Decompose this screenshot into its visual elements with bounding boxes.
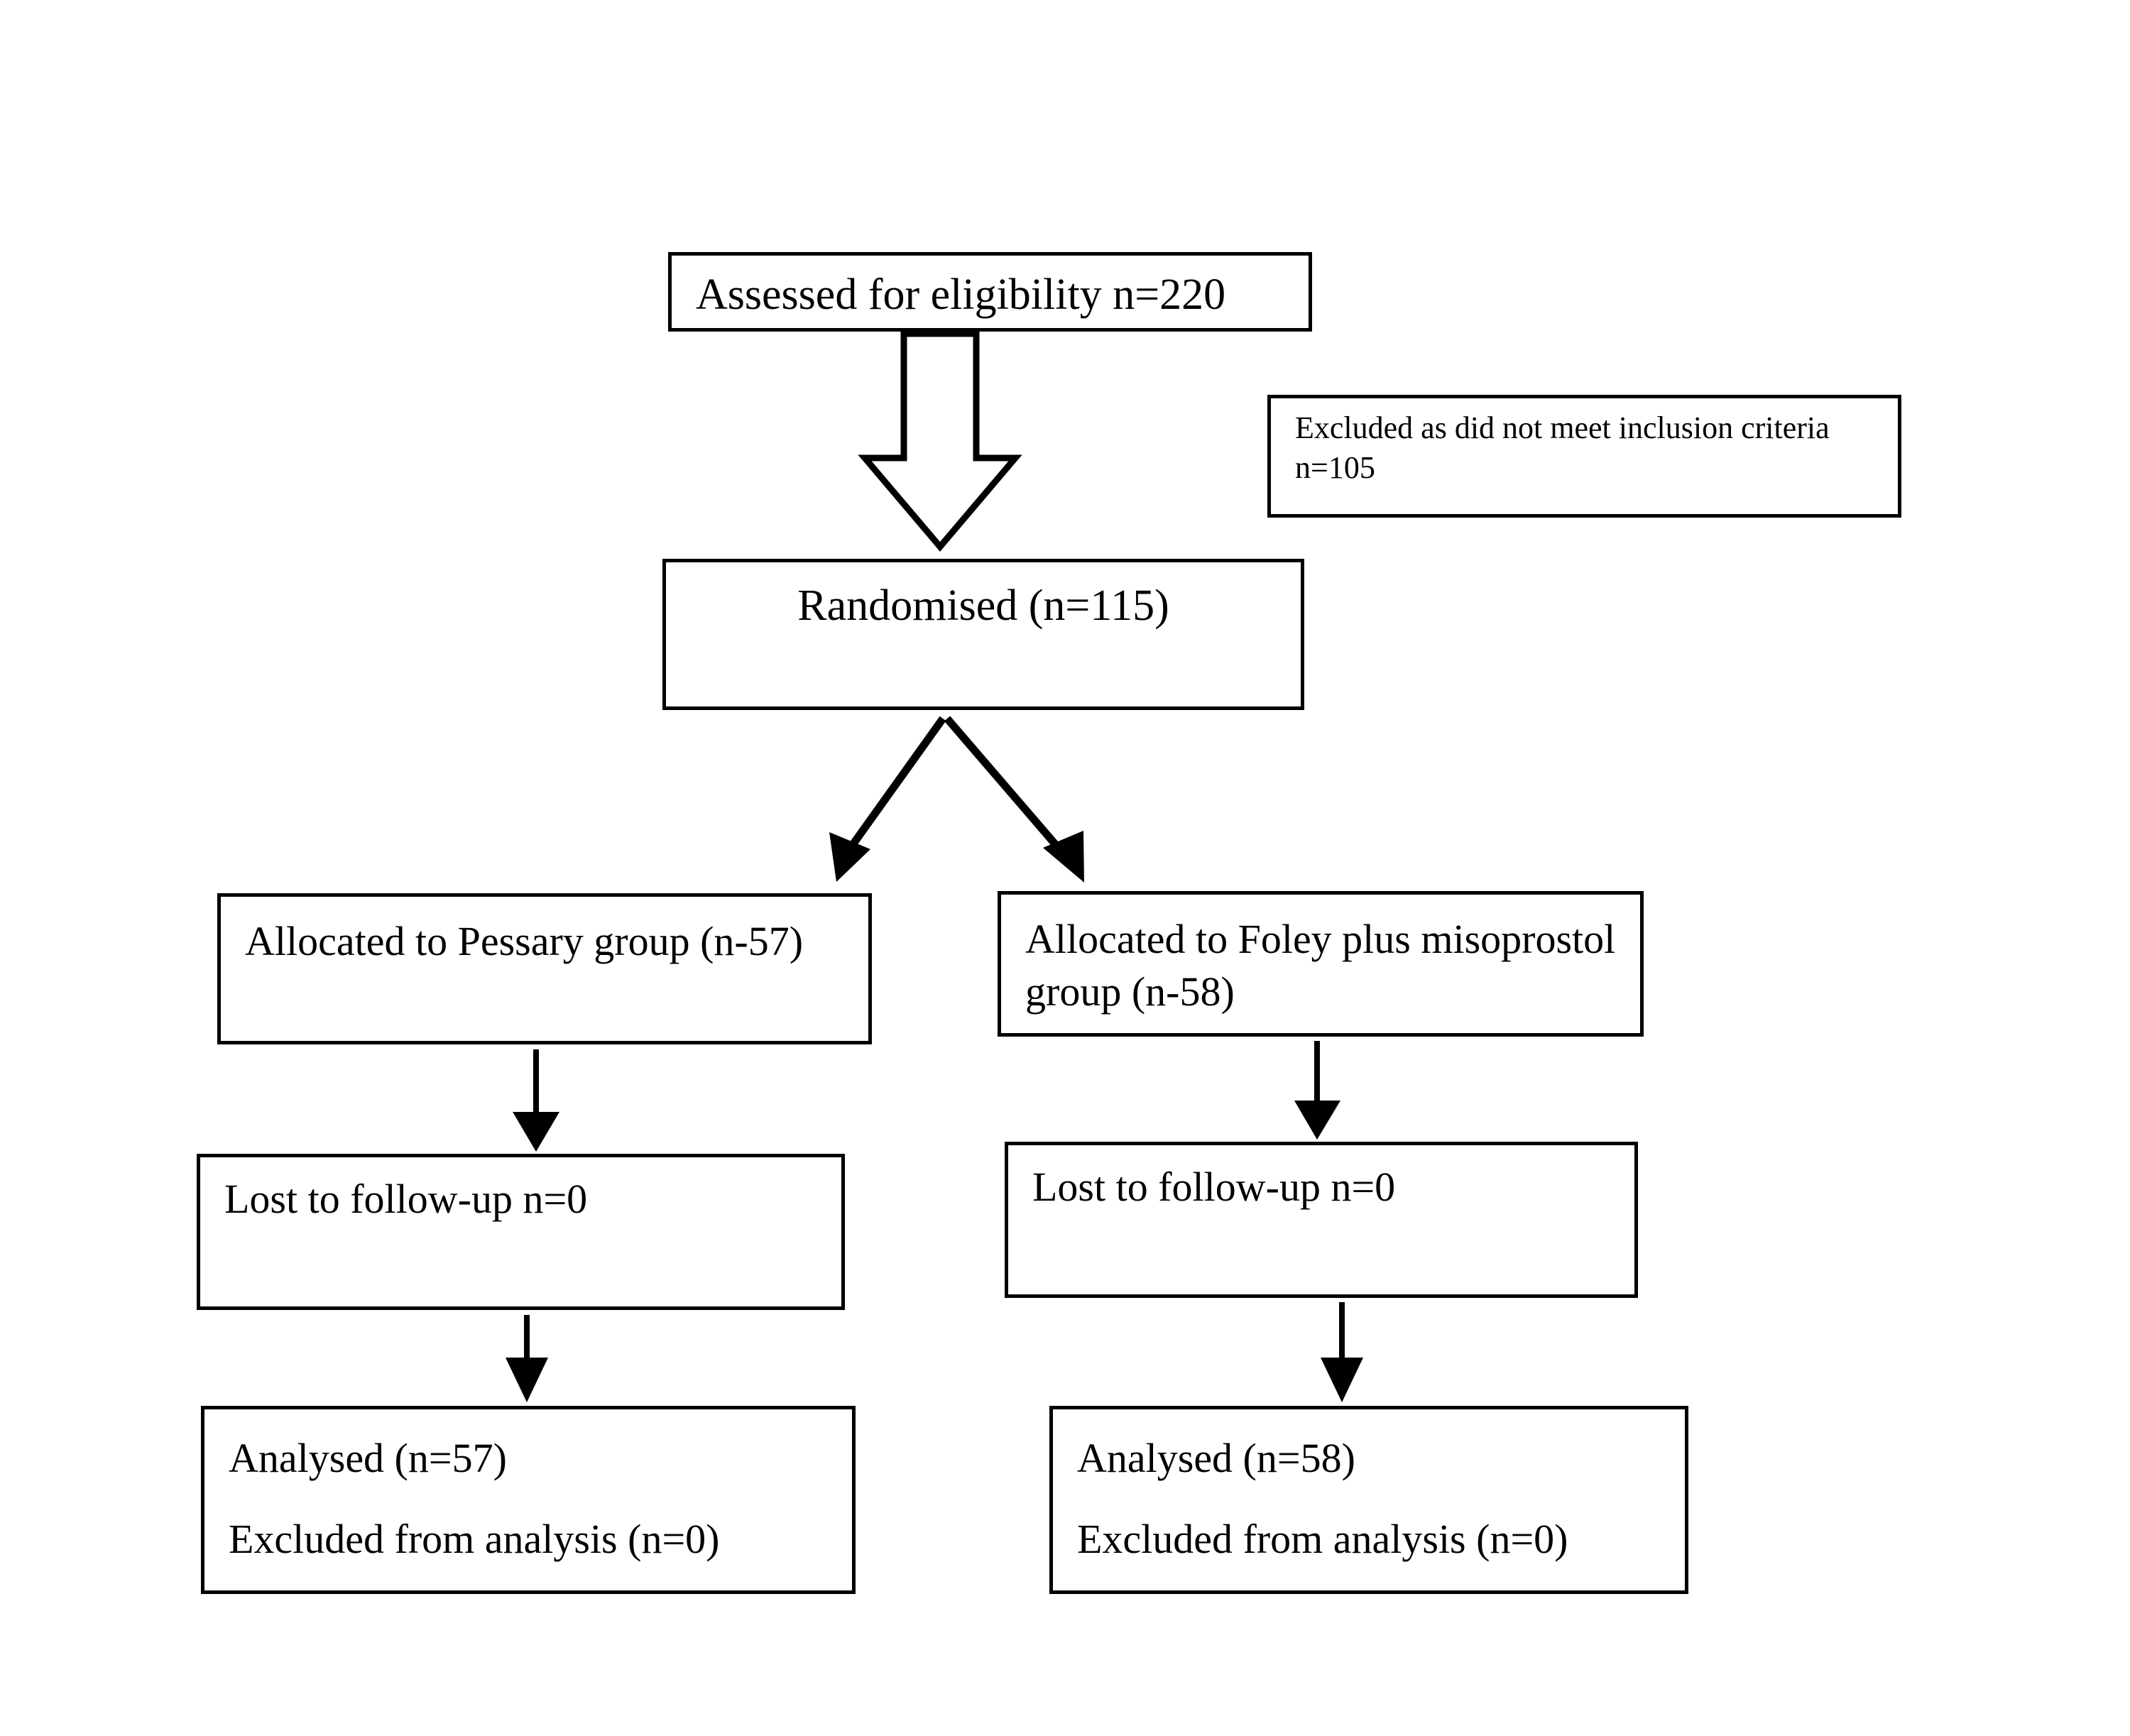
arrow-down-icon-right-alloc-to-lost: [1294, 1041, 1340, 1140]
node-lost-followup-right-label: Lost to follow-up n=0: [1032, 1164, 1396, 1210]
node-randomised-label: Randomised (n=115): [797, 582, 1169, 630]
arrow-down-left-icon: [829, 716, 946, 882]
node-lost-followup-right: Lost to follow-up n=0: [1005, 1142, 1638, 1298]
arrow-down-icon-left-alloc-to-lost: [513, 1049, 559, 1152]
node-analysed-left-count: Analysed (n=57): [229, 1435, 507, 1481]
node-allocated-pessary: Allocated to Pessary group (n-57): [217, 893, 872, 1044]
node-analysed-left-excluded: Excluded from analysis (n=0): [229, 1516, 720, 1562]
node-excluded-screening: Excluded as did not meet inclusion crite…: [1267, 395, 1901, 518]
node-excluded-screening-label: Excluded as did not meet inclusion crite…: [1295, 410, 1837, 486]
node-assessed-for-eligibility: Assessed for eligibility n=220: [668, 252, 1312, 332]
arrow-down-right-icon: [944, 716, 1084, 883]
node-allocated-pessary-label: Allocated to Pessary group (n-57): [245, 918, 804, 964]
node-lost-followup-left-label: Lost to follow-up n=0: [224, 1176, 588, 1222]
node-analysed-left: Analysed (n=57) Excluded from analysis (…: [201, 1406, 856, 1594]
node-analysed-right-count: Analysed (n=58): [1077, 1435, 1355, 1481]
node-lost-followup-left: Lost to follow-up n=0: [197, 1154, 845, 1310]
node-analysed-right-excluded: Excluded from analysis (n=0): [1077, 1516, 1568, 1562]
arrow-down-icon-right-lost-to-analysed: [1321, 1302, 1363, 1402]
node-allocated-foley-misoprostol-label: Allocated to Foley plus misoprostol grou…: [1025, 916, 1626, 1015]
node-analysed-right: Analysed (n=58) Excluded from analysis (…: [1049, 1406, 1688, 1594]
node-randomised: Randomised (n=115): [662, 559, 1304, 710]
node-assessed-label: Assessed for eligibility n=220: [696, 271, 1226, 319]
arrow-down-icon-left-lost-to-analysed: [506, 1315, 548, 1402]
block-arrow-down-icon: [858, 330, 1022, 552]
node-allocated-foley-misoprostol: Allocated to Foley plus misoprostol grou…: [998, 891, 1644, 1037]
